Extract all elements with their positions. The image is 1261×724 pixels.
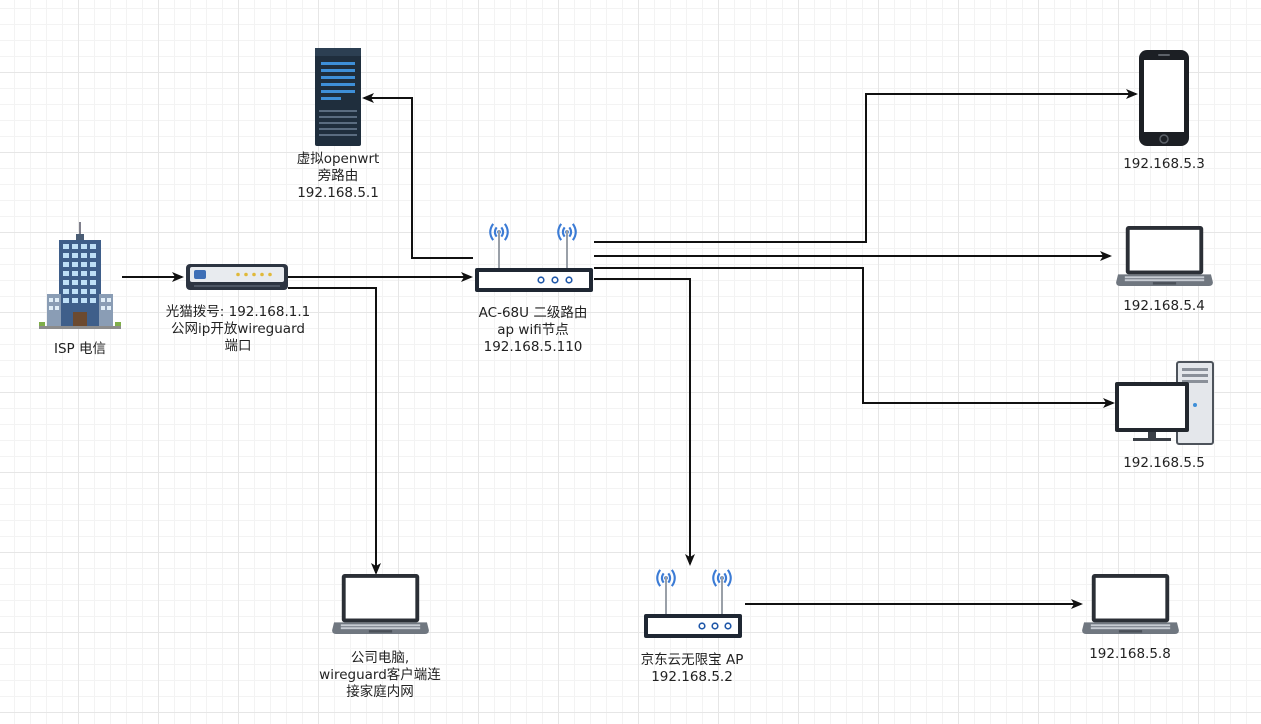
jd-ap-label: 京东云无限宝 AP 192.168.5.2	[641, 652, 744, 686]
edge-modem-company-pc	[288, 287, 381, 575]
modem-icon[interactable]	[186, 264, 288, 290]
company-pc-label-line: wireguard客户端连	[319, 667, 441, 683]
edge-router-openwrt	[362, 93, 473, 259]
desktop5-ip-label: 192.168.5.5	[1123, 455, 1205, 472]
phone-ip-label-line: 192.168.5.3	[1123, 156, 1205, 172]
edge-router-jd-ap	[594, 278, 695, 566]
jd-ap-label-line: 192.168.5.2	[651, 669, 733, 685]
company-laptop-icon[interactable]	[332, 574, 429, 634]
openwrt-label-line: 旁路由	[317, 168, 359, 184]
connectors	[122, 89, 1138, 609]
laptop-icon[interactable]	[1116, 226, 1213, 286]
isp-label-line: ISP 电信	[54, 341, 106, 357]
server-icon[interactable]	[315, 48, 361, 146]
laptop8-ip-label-line: 192.168.5.8	[1089, 646, 1171, 662]
laptop4-ip-label-line: 192.168.5.4	[1123, 298, 1205, 314]
router-label-line: AC-68U 二级路由	[478, 305, 588, 321]
openwrt-label: 虚拟openwrt 旁路由 192.168.5.1	[297, 151, 380, 202]
laptop8-ip-label: 192.168.5.8	[1089, 646, 1171, 663]
modem-label-line: 端口	[224, 338, 252, 354]
building-icon[interactable]	[39, 222, 121, 329]
phone-ip-label: 192.168.5.3	[1123, 156, 1205, 173]
ap-router-icon[interactable]	[644, 568, 742, 638]
router-label-line: ap wifi节点	[497, 322, 569, 338]
openwrt-label-line: 192.168.5.1	[297, 185, 379, 201]
modem-label: 光猫拨号: 192.168.1.1 公网ip开放wireguard 端口	[166, 304, 310, 355]
modem-label-line: 公网ip开放wireguard	[171, 321, 305, 337]
laptop-icon[interactable]	[1082, 574, 1179, 634]
modem-label-line: 光猫拨号: 192.168.1.1	[165, 304, 311, 320]
edge-router-phone	[594, 89, 1138, 243]
desktop5-ip-label-line: 192.168.5.5	[1123, 455, 1205, 471]
jd-ap-label-line: 京东云无限宝 AP	[640, 652, 744, 668]
router-label-line: 192.168.5.110	[483, 339, 583, 355]
company-pc-label-line: 接家庭内网	[346, 684, 414, 700]
router-label: AC-68U 二级路由 ap wifi节点 192.168.5.110	[479, 305, 588, 356]
company-pc-label-line: 公司电脑,	[350, 650, 410, 666]
laptop4-ip-label: 192.168.5.4	[1123, 298, 1205, 315]
company-pc-label: 公司电脑, wireguard客户端连 接家庭内网	[319, 650, 441, 701]
smartphone-icon[interactable]	[1139, 50, 1189, 146]
router-icon[interactable]	[475, 222, 593, 292]
desktop-computer-icon[interactable]	[1115, 361, 1214, 445]
isp-label: ISP 电信	[54, 341, 106, 358]
openwrt-label-line: 虚拟openwrt	[296, 151, 380, 167]
edge-router-desktop5	[594, 267, 1115, 408]
